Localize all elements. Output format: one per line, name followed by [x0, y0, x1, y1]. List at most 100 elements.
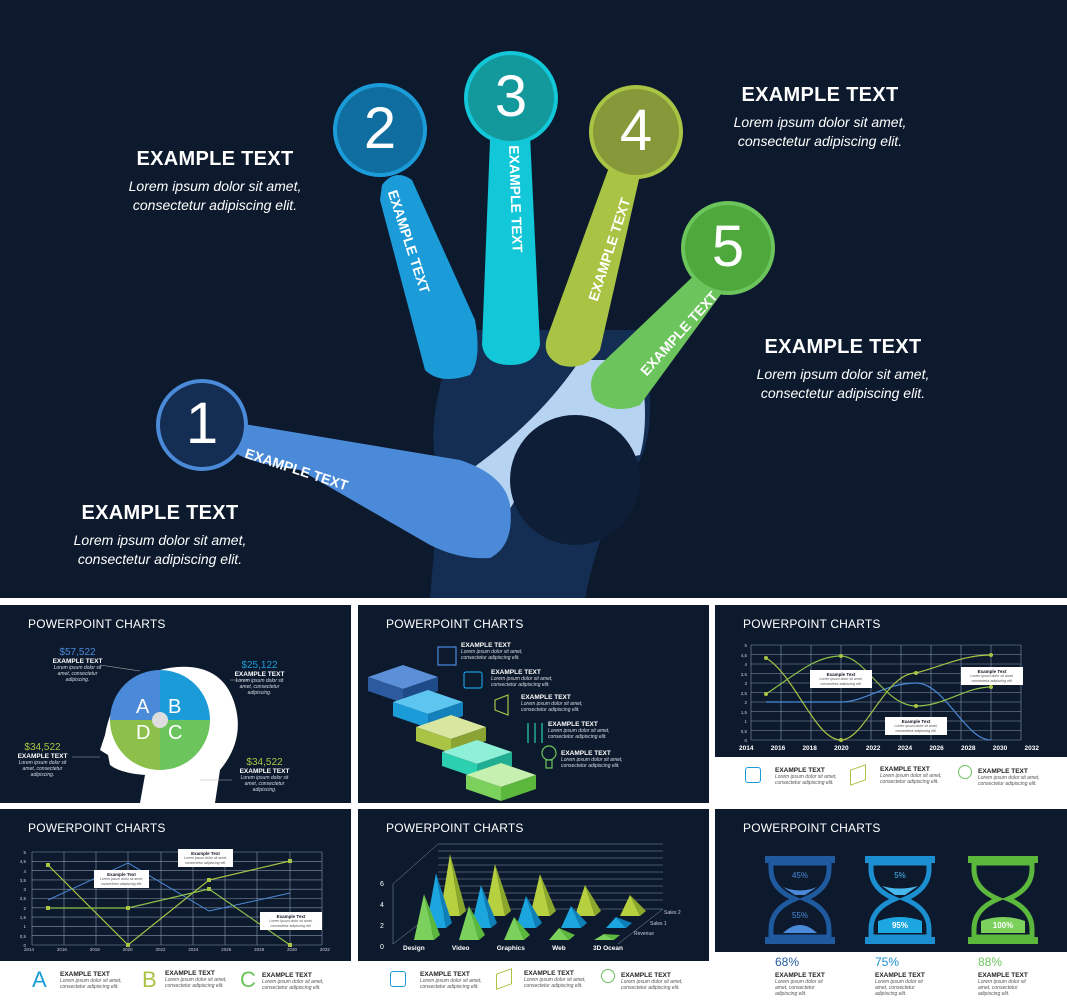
y-tick: 0,5 [740, 728, 747, 734]
y-tick: 0,5 [19, 933, 26, 939]
head-stat-1: $57,522 EXAMPLE TEXT Lorem ipsum dolor s… [50, 647, 105, 683]
y-tick: 3,5 [19, 877, 26, 883]
y-tick: 2,5 [740, 690, 747, 696]
series-label: Sales 1 [650, 921, 667, 927]
y-tick: 3 [744, 681, 747, 686]
footer-pct: 88% [978, 955, 1003, 969]
annotation-title: Example Text [191, 851, 220, 856]
x-tick: 2026 [929, 745, 944, 752]
footer-label: EXAMPLE TEXT [524, 970, 574, 977]
x-tick: 2016 [56, 947, 67, 952]
footer-body: Lorem ipsum dolor sit amet, consectetur … [621, 979, 683, 991]
stat-body: Lorem ipsum dolor sit amet, consectetur … [18, 760, 67, 778]
y-tick: 6 [380, 881, 384, 888]
x-tick: 2022 [155, 947, 166, 952]
x-tick: 2028 [961, 745, 976, 752]
y-tick: 3 [23, 887, 26, 893]
item-body: Lorem ipsum dolor sit amet, consectetur … [491, 676, 553, 688]
letter-b-icon: B [142, 967, 157, 992]
stat-value: $57,522 [59, 647, 96, 658]
callout-body-line1: Lorem ipsum dolor sit amet, [73, 532, 247, 548]
footer-body: Lorem ipsum dolor sit amet, consectetur … [775, 979, 823, 997]
footer-label: EXAMPLE TEXT [262, 972, 312, 979]
stat-label: EXAMPLE TEXT [17, 753, 68, 760]
x-tick: 2020 [834, 745, 849, 752]
x-tick: 2014 [24, 947, 35, 952]
callout-body-line1: Lorem ipsum dolor sit amet, [756, 366, 930, 382]
footer-body: Lorem ipsum dolor sit amet, consectetur … [165, 977, 227, 989]
x-tick: 2032 [1024, 745, 1039, 752]
item-label: EXAMPLE TEXT [521, 694, 571, 701]
annotation-body: Lorem ipsum dolor sit amet, consectetur … [970, 674, 1014, 683]
annotation-body: Lorem ipsum dolor sit amet, consectetur … [269, 919, 313, 928]
footer-body: Lorem ipsum dolor sit amet, consectetur … [420, 978, 482, 990]
finger-number-1: 1 [185, 391, 219, 456]
x-tick: 2018 [89, 947, 100, 952]
y-tick: 4,5 [740, 652, 747, 658]
annotation-title: Example Text [977, 669, 1007, 674]
footer-label: EXAMPLE TEXT [165, 970, 215, 977]
callout-top-right: EXAMPLE TEXT Lorem ipsum dolor sit amet,… [715, 84, 925, 151]
wallet-icon [390, 971, 406, 987]
finger-number-5: 5 [711, 214, 745, 279]
y-tick: 0 [380, 944, 384, 951]
hourglass-footer: 68% EXAMPLE TEXT Lorem ipsum dolor sit a… [715, 952, 1067, 1003]
y-tick: 2 [23, 905, 26, 911]
y-tick: 3,5 [740, 671, 747, 677]
footer-body: Lorem ipsum dolor sit amet, consectetur … [875, 979, 923, 997]
y-tick: 1 [744, 719, 747, 724]
footer-label: EXAMPLE TEXT [775, 767, 825, 774]
footer-body: Lorem ipsum dolor sit amet, consectetur … [978, 979, 1026, 997]
thumbnail-hourglass[interactable]: POWERPOINT CHARTS 45% 55% 5% 95% 100% 68… [715, 809, 1067, 1003]
stat-label: EXAMPLE TEXT [52, 658, 103, 665]
finger-number-3: 3 [494, 64, 528, 129]
y-tick: 5 [23, 850, 26, 855]
y-tick: 1 [23, 924, 26, 930]
hourglass-bottom-pct: 55% [791, 911, 808, 920]
hourglass-top-pct: 5% [894, 871, 906, 880]
callout-heading: EXAMPLE TEXT [81, 502, 239, 524]
x-tick: 2014 [739, 745, 754, 752]
x-tick: 2022 [865, 745, 881, 752]
item-label: EXAMPLE TEXT [461, 642, 511, 649]
thumbnail-head-gear[interactable]: POWERPOINT CHARTS A B D C $57,522 EXAMPL… [0, 605, 351, 803]
footer-item: 75% EXAMPLE TEXT Lorem ipsum dolor sit a… [875, 955, 935, 997]
annotation-title: Example Text [901, 719, 931, 724]
lightbulb-icon [958, 765, 972, 779]
footer-label: EXAMPLE TEXT [978, 768, 1028, 775]
y-tick: 0 [744, 738, 747, 743]
letter-c-icon: C [240, 967, 256, 992]
item-body: Lorem ipsum dolor sit amet, consectetur … [548, 728, 610, 740]
footer-label: EXAMPLE TEXT [880, 766, 930, 773]
footer-label: EXAMPLE TEXT [875, 972, 925, 979]
y-tick: 2,5 [19, 896, 26, 902]
item-body: Lorem ipsum dolor sit amet, consectetur … [521, 701, 583, 713]
x-tick: 2032 [319, 947, 330, 952]
callout-body-line1: Lorem ipsum dolor sit amet, [128, 178, 302, 194]
footer-body: Lorem ipsum dolor sit amet, consectetur … [775, 774, 837, 786]
footer-label: EXAMPLE TEXT [420, 971, 470, 978]
footer-body: Lorem ipsum dolor sit amet, consectetur … [880, 773, 942, 785]
footer-label: EXAMPLE TEXT [60, 971, 110, 978]
y-tick: 2 [380, 923, 384, 930]
item-body: Lorem ipsum dolor sit amet, consectetur … [561, 757, 623, 769]
x-category: Graphics [496, 945, 525, 952]
series-label: Sales 2 [664, 910, 681, 916]
x-tick: 2024 [188, 947, 199, 952]
head-stat-3: $34,522 EXAMPLE TEXT Lorem ipsum dolor s… [15, 742, 70, 778]
